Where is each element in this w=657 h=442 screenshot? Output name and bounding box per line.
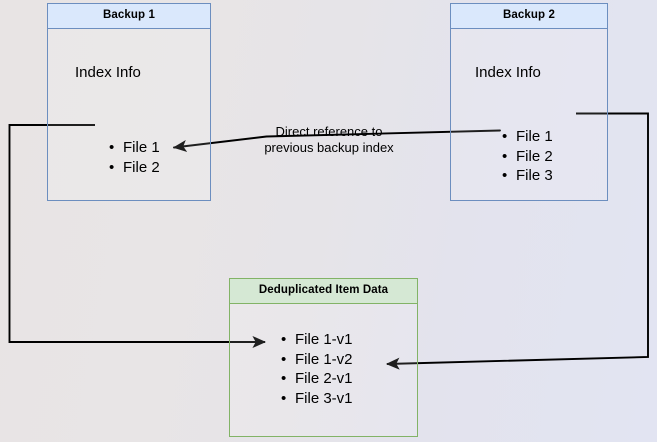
node-backup-1-caption: Index Info — [75, 64, 141, 81]
node-deduplicated-item-data-file-list: File 1-v1 File 1-v2 File 2-v1 File 3-v1 — [278, 330, 352, 409]
list-item: File 1-v2 — [281, 350, 352, 370]
list-item: File 2 — [502, 147, 553, 167]
list-item: File 2 — [109, 158, 160, 178]
node-backup-1-file-list: File 1 File 2 — [106, 138, 160, 177]
node-backup-2[interactable]: Backup 2 Index Info File 1 File 2 File 3 — [450, 3, 608, 201]
node-backup-2-file-list: File 1 File 2 File 3 — [499, 127, 553, 186]
edge-label-direct-reference: Direct reference to previous backup inde… — [264, 124, 394, 155]
node-backup-1-title: Backup 1 — [48, 4, 210, 29]
node-backup-2-caption: Index Info — [475, 64, 541, 81]
node-backup-1[interactable]: Backup 1 Index Info File 1 File 2 — [47, 3, 211, 201]
list-item: File 1-v1 — [281, 330, 352, 350]
node-backup-2-body: Index Info File 1 File 2 File 3 — [451, 29, 607, 200]
node-backup-1-body: Index Info File 1 File 2 — [48, 29, 210, 200]
list-item: File 1 — [502, 127, 553, 147]
list-item: File 1 — [109, 138, 160, 158]
node-deduplicated-item-data-title: Deduplicated Item Data — [230, 279, 417, 304]
list-item: File 3-v1 — [281, 389, 352, 409]
node-deduplicated-item-data[interactable]: Deduplicated Item Data File 1-v1 File 1-… — [229, 278, 418, 437]
list-item: File 3 — [502, 166, 553, 186]
node-backup-2-title: Backup 2 — [451, 4, 607, 29]
node-deduplicated-item-data-body: File 1-v1 File 1-v2 File 2-v1 File 3-v1 — [230, 304, 417, 436]
list-item: File 2-v1 — [281, 369, 352, 389]
